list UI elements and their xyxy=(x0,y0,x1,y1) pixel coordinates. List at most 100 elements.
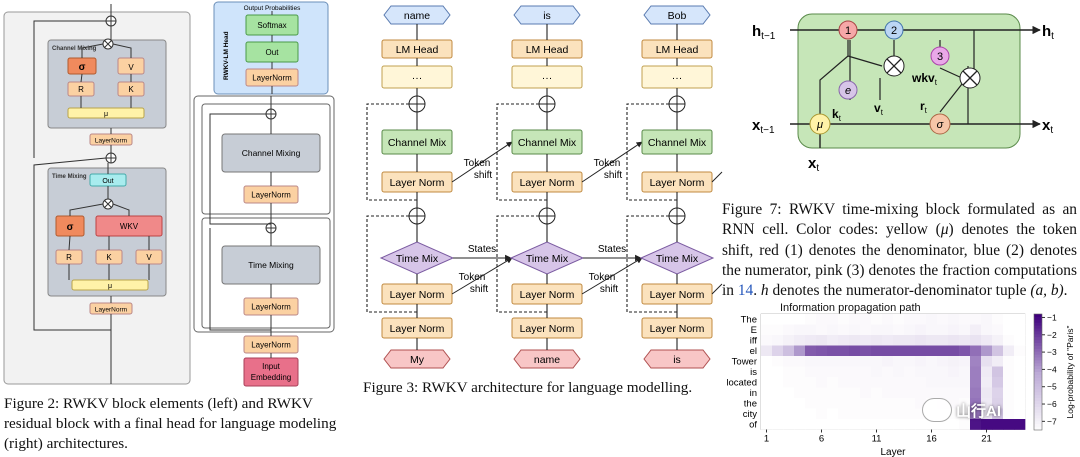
heatmap-cell xyxy=(959,419,971,430)
fig3-lm-head-2: LM Head xyxy=(656,44,699,56)
fig3-layer-norm-a-1: Layer Norm xyxy=(520,177,575,189)
heatmap-cell xyxy=(926,419,938,430)
heatmap-colorbar-step xyxy=(1034,363,1042,367)
heatmap-colorbar-step xyxy=(1034,345,1042,350)
heatmap-row-label: in xyxy=(750,388,757,399)
heatmap-cell xyxy=(948,398,960,409)
heatmap-colorbar-step xyxy=(1034,412,1042,416)
fig2-tm-sigma: σ xyxy=(67,222,74,233)
fig2-softmax: Softmax xyxy=(257,21,286,30)
heatmap-cell xyxy=(937,314,949,325)
heatmap-cell xyxy=(805,366,817,378)
heatmap-cell xyxy=(838,387,850,399)
heatmap-cell xyxy=(926,366,938,378)
heatmap-cell xyxy=(849,366,861,378)
heatmap-cell xyxy=(827,324,839,336)
heatmap-cell xyxy=(981,345,993,357)
heatmap-cell xyxy=(772,314,784,325)
heatmap-cell xyxy=(805,314,817,325)
heatmap-cell xyxy=(937,356,949,367)
heatmap-cell xyxy=(772,366,784,378)
fig3-layer-norm-a-2: Layer Norm xyxy=(650,177,705,189)
fig3-lm-head-0: LM Head xyxy=(396,44,439,56)
heatmap-cell xyxy=(805,335,817,346)
fig3-plus-top-cross-0 xyxy=(409,96,425,112)
heatmap-cell xyxy=(948,345,960,357)
heatmap-colorbar-step xyxy=(1034,398,1042,402)
heatmap-xlabel: Layer xyxy=(880,447,906,457)
heatmap-cell xyxy=(1003,398,1015,409)
heatmap-cell xyxy=(992,314,1004,325)
heatmap-cell xyxy=(794,419,806,430)
heatmap-colorbar-tick-label: −1 xyxy=(1047,312,1057,322)
heatmap-cell xyxy=(816,377,828,388)
heatmap-cell xyxy=(904,345,916,357)
heatmap-colorbar xyxy=(1033,313,1043,431)
fig2-left-panel: Channel Mixing σ V R K μ LayerNorm Time … xyxy=(3,4,191,385)
heatmap-cell xyxy=(761,398,773,409)
fig2-output-probabilities: Output Probabilities xyxy=(244,5,301,12)
fig7-v-t: vt xyxy=(874,101,884,117)
heatmap-colorbar-step xyxy=(1034,395,1042,399)
fig3-dots-2: ··· xyxy=(672,72,683,84)
heatmap-cell xyxy=(992,419,1004,430)
heatmap-cell xyxy=(992,356,1004,367)
heatmap-x-tick-label: 16 xyxy=(926,434,937,445)
heatmap-cell xyxy=(904,314,916,325)
heatmap-cell xyxy=(992,345,1004,357)
heatmap-cell xyxy=(915,345,927,357)
heatmap-cell xyxy=(827,356,839,367)
heatmap-cell xyxy=(915,335,927,346)
heatmap-cell xyxy=(882,387,894,399)
heatmap-colorbar-step xyxy=(1034,328,1042,332)
heatmap-colorbar-step xyxy=(1034,322,1042,326)
fig3-output-0: name xyxy=(404,10,430,22)
heatmap-cell xyxy=(816,398,828,409)
fig7-rnn-cell: 1 2 3 e μ σ ht−1 ht xt−1 xt xt kt vt rt … xyxy=(752,13,1054,174)
fig7-x-prev: xt−1 xyxy=(752,117,775,136)
heatmap-cell xyxy=(849,398,861,409)
fig3-token-shift-arrow-b-0 xyxy=(451,141,513,183)
heatmap-cell xyxy=(904,356,916,367)
fig2-input-embedding-2: Embedding xyxy=(251,373,291,382)
heatmap-cell xyxy=(992,366,1004,378)
heatmap-ylabel: Log-probability of "Paris" xyxy=(1065,326,1075,419)
heatmap-cell xyxy=(1003,335,1015,346)
heatmap-cell xyxy=(783,335,795,346)
heatmap-cell xyxy=(827,366,839,378)
heatmap-cell xyxy=(981,335,993,346)
heatmap-cell xyxy=(860,419,872,430)
heatmap-cell xyxy=(915,324,927,336)
heatmap-cell xyxy=(926,345,938,357)
fig3-output-shape-0 xyxy=(383,5,451,25)
fig3-lm-head-1: LM Head xyxy=(526,44,569,56)
heatmap-cell xyxy=(783,356,795,367)
fig3-token-a-1: Token xyxy=(589,272,616,283)
heatmap-cell xyxy=(794,314,806,325)
heatmap-cell xyxy=(981,366,993,378)
heatmap-cell xyxy=(783,366,795,378)
heatmap-cell xyxy=(937,335,949,346)
heatmap-cell xyxy=(1014,408,1026,420)
heatmap-cell xyxy=(816,408,828,420)
fig3-layer-norm-b-0: Layer Norm xyxy=(390,289,445,301)
fig2-out: Out xyxy=(266,48,280,57)
heatmap-cell xyxy=(1003,387,1015,399)
fig3-time-mix-shape-2 xyxy=(639,241,715,275)
heatmap-cell xyxy=(904,335,916,346)
heatmap-cell xyxy=(970,377,982,388)
heatmap-cell xyxy=(1014,335,1026,346)
fig3-output-shape-2 xyxy=(643,5,711,25)
heatmap-cell xyxy=(915,419,927,430)
heatmap-cell xyxy=(860,314,872,325)
heatmap-cell xyxy=(937,419,949,430)
heatmap-colorbar-step xyxy=(1034,354,1042,358)
heatmap-cell xyxy=(937,387,949,399)
heatmap-cell xyxy=(871,366,883,378)
heatmap-cell xyxy=(904,324,916,336)
heatmap-cell xyxy=(893,345,905,357)
fig2-head-label: RWKV-LM Head xyxy=(223,31,230,80)
heatmap-cell xyxy=(959,314,971,325)
heatmap-cell xyxy=(827,408,839,420)
